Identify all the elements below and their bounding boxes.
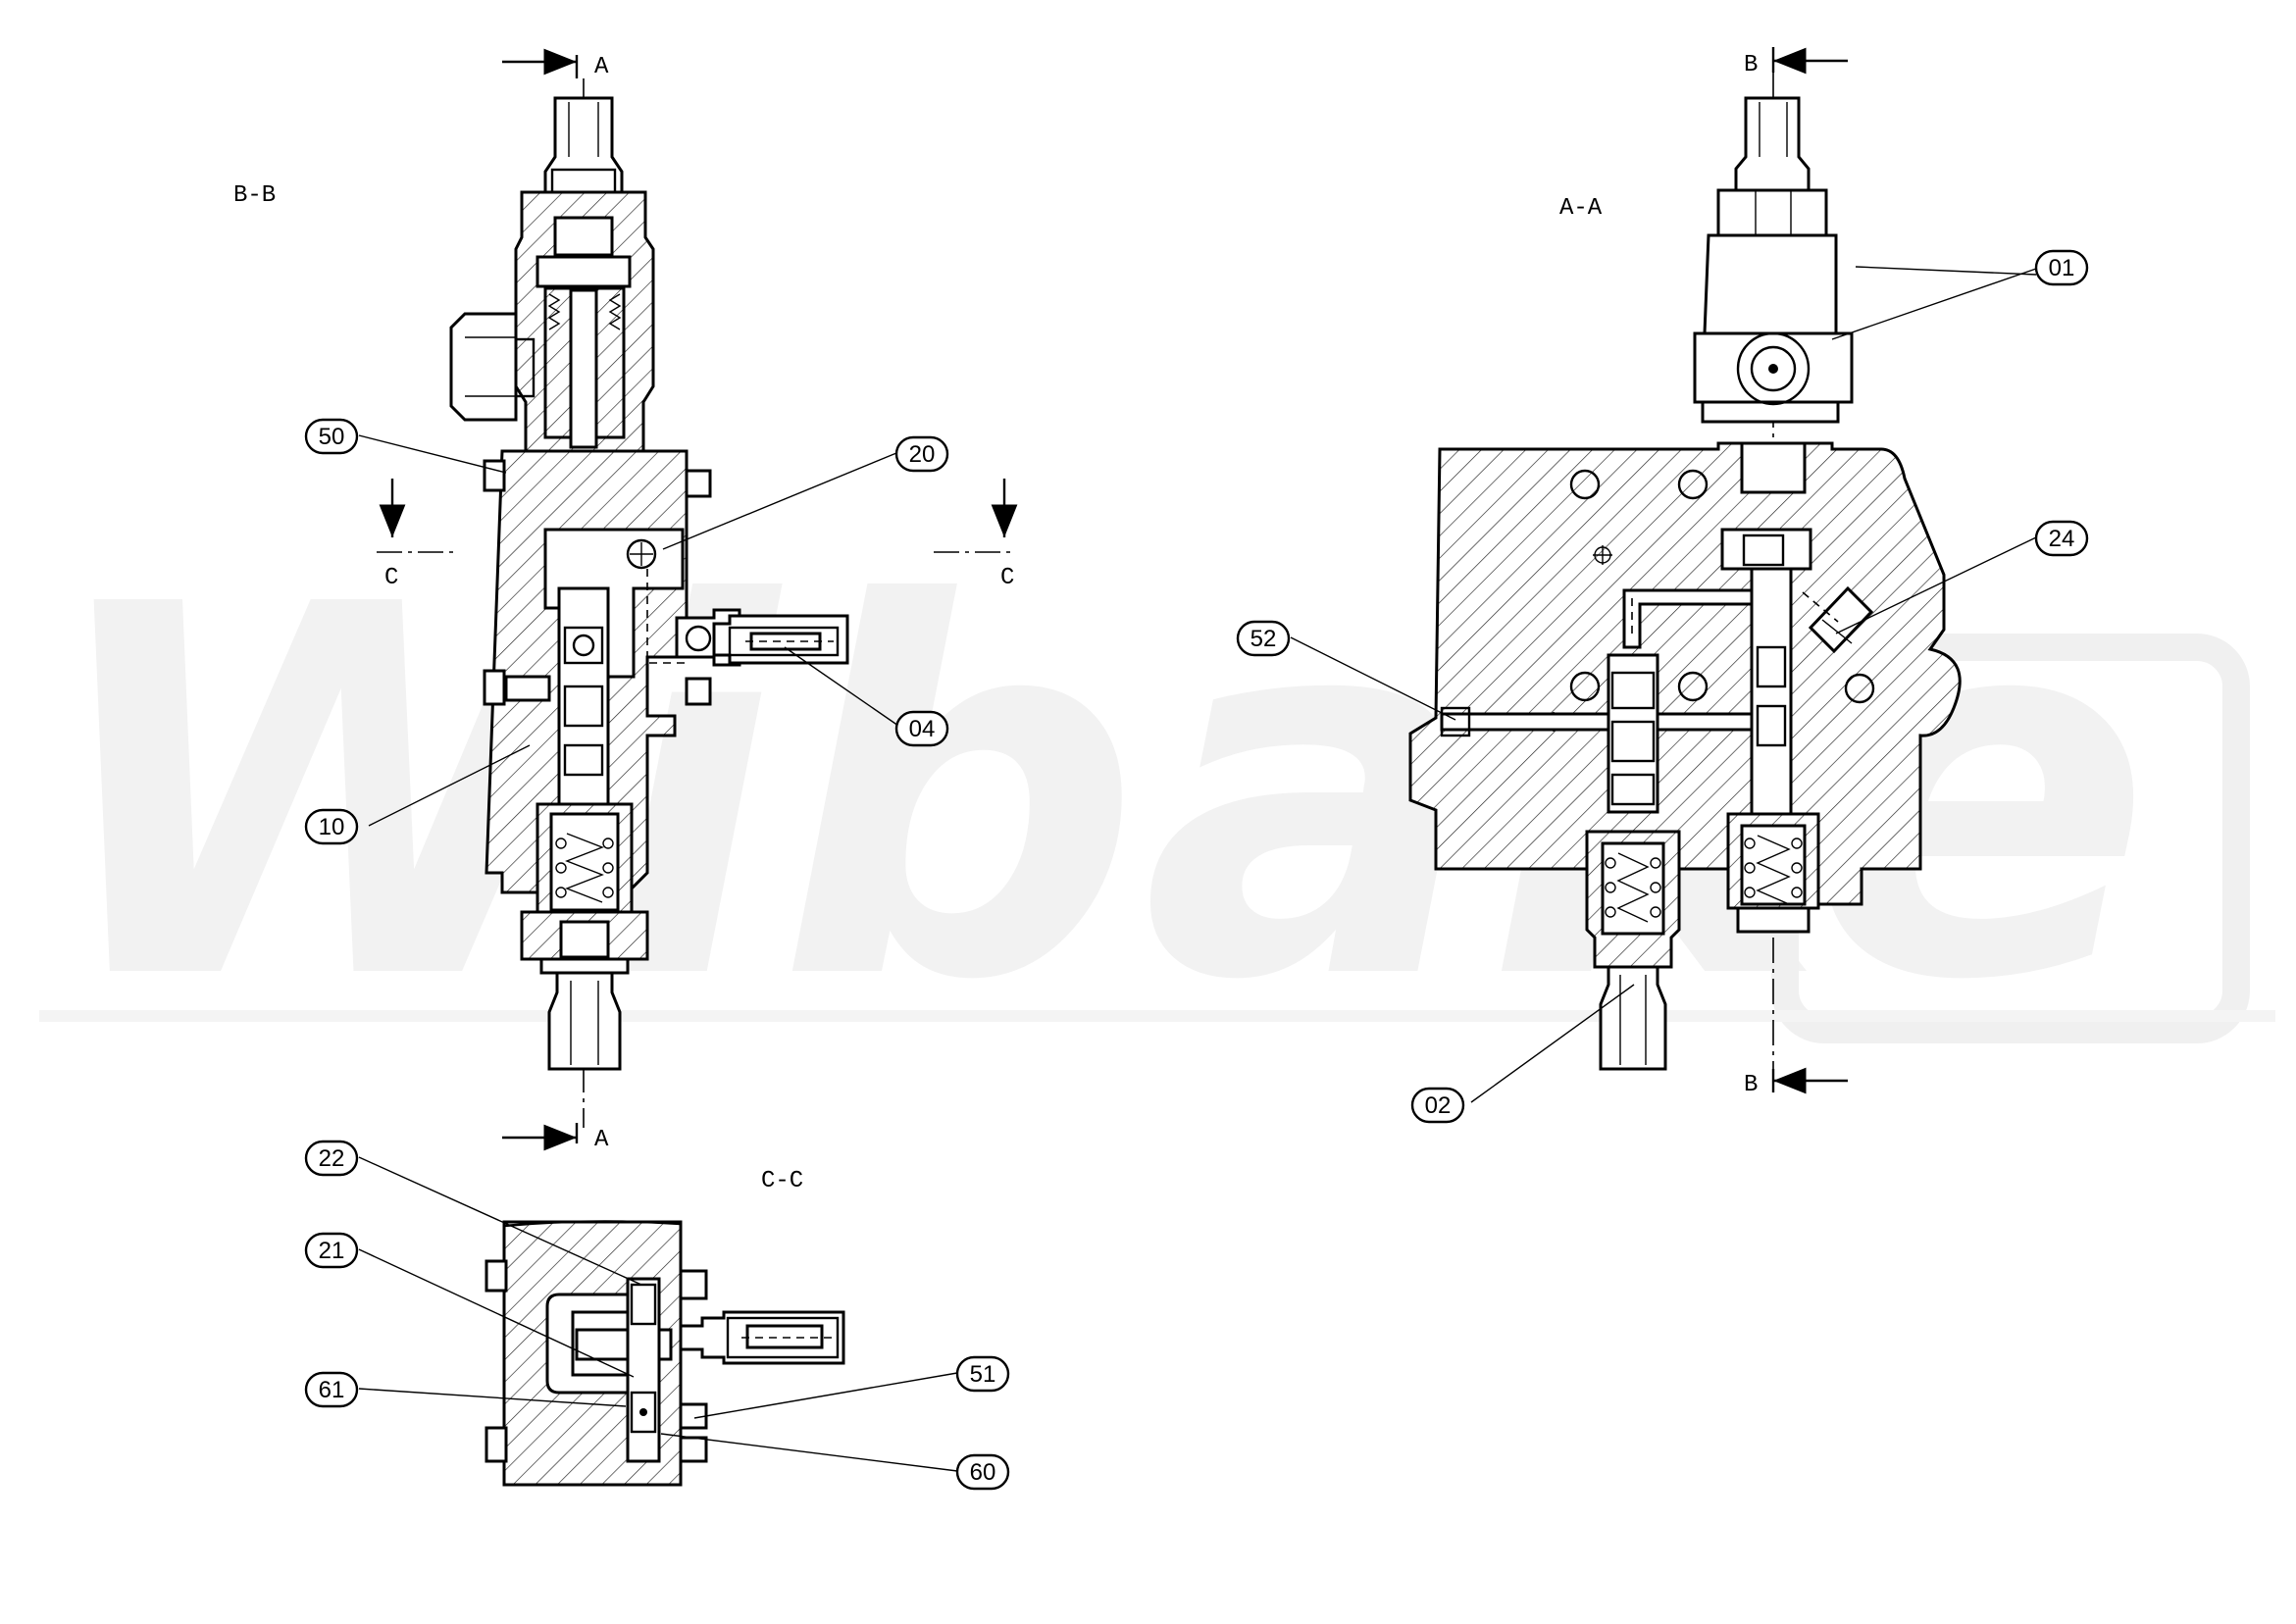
- svg-text:22: 22: [319, 1145, 345, 1172]
- svg-text:51: 51: [970, 1361, 996, 1388]
- callout-24: 24: [2034, 520, 2089, 557]
- section-marker-c: C C: [377, 479, 1018, 591]
- svg-text:01: 01: [2049, 255, 2075, 281]
- svg-text:C: C: [1000, 565, 1014, 591]
- view-bb: B-B A A: [233, 48, 1018, 1153]
- view-cc: C-C: [485, 1168, 845, 1487]
- section-marker-b: B B: [1744, 47, 1848, 1098]
- svg-text:21: 21: [319, 1238, 345, 1264]
- svg-text:24: 24: [2049, 526, 2075, 552]
- callout-01: 01: [2034, 249, 2089, 286]
- callout-21: 21: [304, 1232, 359, 1269]
- svg-text:A: A: [594, 54, 609, 80]
- view-label-cc: C-C: [761, 1168, 803, 1194]
- leader-lines: [358, 266, 2037, 1472]
- callout-02: 02: [1410, 1087, 1465, 1124]
- svg-text:50: 50: [319, 424, 345, 450]
- svg-text:02: 02: [1425, 1092, 1452, 1119]
- svg-text:10: 10: [319, 814, 345, 840]
- view-label-bb: B-B: [233, 182, 276, 209]
- section-marker-a: A A: [502, 48, 609, 1153]
- callout-10: 10: [304, 808, 359, 845]
- callout-60: 60: [955, 1453, 1010, 1491]
- svg-text:B: B: [1744, 1072, 1758, 1098]
- callout-22: 22: [304, 1140, 359, 1177]
- svg-text:20: 20: [909, 441, 936, 468]
- callout-50: 50: [304, 418, 359, 455]
- svg-text:B: B: [1744, 52, 1758, 78]
- callout-04: 04: [894, 710, 949, 747]
- svg-text:60: 60: [970, 1459, 996, 1486]
- view-label-aa: A-A: [1559, 195, 1603, 222]
- svg-text:A: A: [594, 1127, 609, 1153]
- svg-text:52: 52: [1250, 626, 1277, 652]
- view-aa: A-A B B: [1408, 47, 1962, 1098]
- svg-text:C: C: [384, 565, 398, 591]
- callout-20: 20: [894, 435, 949, 473]
- callout-61: 61: [304, 1371, 359, 1408]
- svg-text:61: 61: [319, 1377, 345, 1403]
- svg-text:04: 04: [909, 716, 936, 742]
- callout-52: 52: [1236, 620, 1291, 657]
- callout-51: 51: [955, 1355, 1010, 1393]
